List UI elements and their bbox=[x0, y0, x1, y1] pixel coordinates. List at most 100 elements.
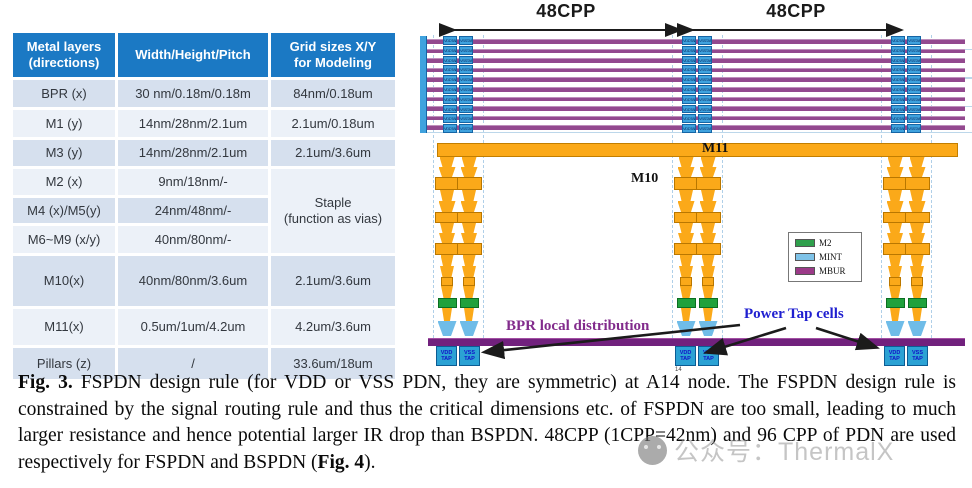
tap-cell: VSSTAP bbox=[907, 124, 921, 133]
via-segment bbox=[440, 190, 454, 201]
figure-caption: Fig. 3. FSPDN design rule (for VDD or VS… bbox=[18, 370, 956, 476]
metal-segment bbox=[695, 177, 721, 190]
via-segment bbox=[441, 286, 453, 298]
tap-cell: VDDTAP bbox=[682, 36, 696, 45]
dashed-guide bbox=[433, 35, 434, 338]
tap-cell: VSSTAP bbox=[698, 45, 712, 55]
layer-cell: M1 (y) bbox=[13, 110, 115, 137]
via-segment bbox=[463, 286, 475, 298]
dashed-guide bbox=[483, 35, 484, 338]
tap-cell: VDDTAP bbox=[891, 84, 905, 94]
via-segment bbox=[679, 190, 693, 201]
via-segment bbox=[439, 157, 455, 167]
dashed-guide bbox=[722, 35, 723, 338]
table-row: M6~M9 (x/y)40nm/80nm/- bbox=[13, 226, 395, 253]
via-segment bbox=[701, 223, 715, 233]
via-segment bbox=[910, 255, 924, 266]
table-row: M2 (x)9nm/18nm/-Staple (function as vias… bbox=[13, 169, 395, 253]
via-segment bbox=[440, 266, 454, 277]
tap-cell: VDDTAP bbox=[891, 75, 905, 84]
via-segment bbox=[462, 255, 476, 266]
via-segment bbox=[460, 201, 478, 212]
width-height-pitch-cell: 40nm/80nm/3.6um bbox=[118, 256, 268, 306]
m11-label: M11 bbox=[702, 141, 729, 156]
via-segment bbox=[677, 201, 695, 212]
m2-segment bbox=[459, 298, 479, 308]
m2-segment bbox=[676, 298, 696, 308]
metal-segment bbox=[441, 277, 453, 286]
metal-segment bbox=[695, 243, 721, 255]
via-segment bbox=[462, 266, 476, 277]
via-segment bbox=[908, 167, 926, 177]
via-stack bbox=[695, 157, 721, 336]
tap-cell: VDDTAP bbox=[682, 94, 696, 104]
tap-cell: VSSTAP bbox=[698, 124, 712, 133]
via-segment bbox=[912, 308, 922, 321]
via-segment bbox=[887, 157, 903, 167]
tap-cell: VSSTAP bbox=[459, 84, 473, 94]
metal-segment bbox=[911, 277, 923, 286]
via-segment bbox=[438, 201, 456, 212]
via-segment bbox=[464, 308, 474, 321]
grid-size-cell: 4.2um/3.6um bbox=[271, 309, 395, 345]
width-height-pitch-cell: 30 nm/0.18m/0.18m bbox=[118, 80, 268, 107]
vss-tap-box: VSS TAP bbox=[459, 346, 480, 366]
metal-segment bbox=[456, 243, 482, 255]
tap-cell: VSSTAP bbox=[698, 36, 712, 45]
caption-fig3-label: Fig. 3. bbox=[18, 372, 73, 393]
metal-segment bbox=[904, 177, 930, 190]
via-segment bbox=[886, 201, 904, 212]
tap-column-edge bbox=[420, 36, 427, 133]
caption-tail: ). bbox=[364, 451, 376, 473]
mint-segment bbox=[698, 321, 718, 336]
via-segment bbox=[679, 223, 693, 233]
tap-cell: VSSTAP bbox=[907, 114, 921, 124]
via-segment bbox=[442, 308, 452, 321]
tap-cell: VSSTAP bbox=[698, 94, 712, 104]
via-stack bbox=[456, 157, 482, 336]
caption-fig4-ref: Fig. 4 bbox=[317, 451, 365, 473]
via-segment bbox=[701, 190, 715, 201]
via-segment bbox=[700, 157, 716, 167]
via-segment bbox=[461, 233, 477, 243]
mint-segment bbox=[907, 321, 927, 336]
via-segment bbox=[888, 255, 902, 266]
tap-cell: VDDTAP bbox=[443, 114, 457, 124]
tap-cell: VSSTAP bbox=[459, 104, 473, 114]
tap-cell: VDDTAP bbox=[682, 114, 696, 124]
mint-segment bbox=[459, 321, 479, 336]
metal-segment bbox=[889, 277, 901, 286]
m2-segment bbox=[907, 298, 927, 308]
m2-segment bbox=[698, 298, 718, 308]
via-segment bbox=[910, 266, 924, 277]
grid-size-cell: Staple (function as vias) bbox=[271, 169, 395, 253]
cpp-span-label-left: 48CPP bbox=[536, 1, 596, 21]
layer-cell: M3 (y) bbox=[13, 140, 115, 166]
via-segment bbox=[462, 223, 476, 233]
tap-cell: VDDTAP bbox=[682, 65, 696, 75]
grid-size-cell: 33.6um/18um bbox=[271, 348, 395, 379]
tap-cell: VDDTAP bbox=[891, 94, 905, 104]
via-segment bbox=[460, 167, 478, 177]
tap-cell: VSSTAP bbox=[698, 65, 712, 75]
grid-size-cell: 2.1um/3.6um bbox=[271, 140, 395, 166]
via-segment bbox=[681, 308, 691, 321]
tap-cell: VDDTAP bbox=[891, 55, 905, 65]
m2-segment bbox=[437, 298, 457, 308]
table-header-cell: Metal layers (directions) bbox=[13, 33, 115, 77]
layer-cell: M10(x) bbox=[13, 256, 115, 306]
bpr-rail bbox=[428, 338, 965, 346]
tap-cell: VSSTAP bbox=[698, 84, 712, 94]
tap-cell: VSSTAP bbox=[459, 65, 473, 75]
legend-swatch bbox=[795, 239, 815, 247]
legend-item: MINT bbox=[795, 252, 855, 262]
caption-body: FSPDN design rule (for VDD or VSS PDN, t… bbox=[18, 372, 956, 473]
